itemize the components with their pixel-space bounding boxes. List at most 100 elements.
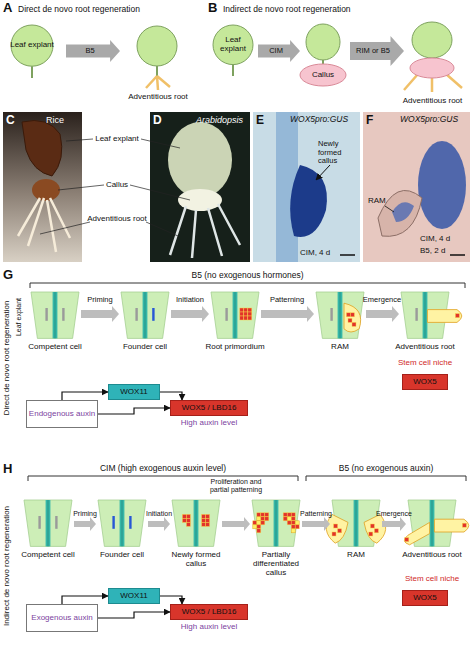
medium-arrow: RIM or B5 [350, 36, 404, 66]
leaf-with-callus [306, 24, 340, 66]
panel-letter: C [6, 114, 26, 128]
panel-letter: F [366, 114, 386, 128]
root-stage [404, 500, 468, 546]
panel-letter: E [256, 114, 276, 128]
step-label: Emergence [357, 296, 407, 305]
node-text: WOX5 / LBD16 [182, 404, 237, 413]
competent-stage [24, 500, 72, 546]
leader-lines [40, 139, 190, 236]
node-text: RIM or B5 [356, 47, 390, 55]
differentiated-callus-stage [252, 500, 300, 546]
node-text: Leaf explant [10, 41, 54, 50]
structure-label: RAM [368, 196, 398, 205]
step-label: Emergence [372, 510, 416, 518]
stage-label: RAM [310, 342, 370, 351]
step-label: Initiation [165, 296, 215, 305]
row-title: Indirect de novo root regeneration [2, 486, 11, 646]
leaf-callus-roots [404, 22, 462, 92]
stage-label: RAM [326, 550, 386, 559]
regulation-arrow [160, 392, 182, 400]
structure-label: Adventitious root [395, 96, 470, 105]
stage-label: Root primordium [195, 342, 275, 351]
auxin-box: Exogenous auxin [26, 604, 98, 632]
stage-arrows [81, 306, 399, 322]
node-text: Endogenous auxin [29, 410, 95, 419]
regulation-arrow [62, 392, 108, 400]
root-stage [401, 292, 462, 338]
step-label: Proliferation and partial patterning [201, 478, 271, 494]
stage-label: Founder cell [110, 342, 180, 351]
gene-box: WOX11 [108, 384, 160, 400]
stage-label: Stem cell niche [388, 358, 462, 367]
node-text: WOX11 [120, 388, 147, 397]
stage-label: Founder cell [87, 550, 157, 559]
condition-label: CIM, 4 d [300, 248, 355, 257]
photo-gus-callus [253, 112, 360, 262]
regulation-arrow [62, 596, 108, 604]
panel-letter: D [153, 114, 173, 128]
regulation-arrow [98, 408, 170, 414]
regulation-arrow [98, 612, 170, 618]
gene-box: WOX5 [402, 590, 448, 606]
gene-box: WOX5 / LBD16 [170, 604, 248, 620]
row-title: Direct de novo root regeneration [2, 288, 11, 428]
panel-title: Direct de novo root regeneration [18, 5, 203, 15]
callus-blob: Callus [300, 64, 346, 86]
ram-stage [316, 292, 364, 338]
node-text: Callus [312, 71, 334, 80]
leaf-outline [10, 24, 54, 78]
leaf-explant: Leaf explant [10, 24, 54, 78]
founder-stage [121, 292, 169, 338]
auxin-note: High auxin level [170, 622, 248, 631]
node-text: WOX5 / LBD16 [182, 608, 237, 617]
species-label: Arabidopsis [196, 115, 250, 125]
structure-label: Newly formed callus [318, 140, 360, 166]
gene-box: WOX5 / LBD16 [170, 400, 248, 416]
auxin-box: Endogenous auxin [26, 400, 98, 428]
step-label: Initiation [137, 510, 181, 518]
condition-label: B5, 2 d [420, 246, 468, 255]
photo-rice [3, 112, 82, 262]
node-text: Exogenous auxin [31, 614, 92, 623]
ram-stage [326, 500, 385, 546]
medium-arrow: B5 [66, 40, 120, 62]
node-text: WOX11 [120, 592, 147, 601]
photo-gus-ram [363, 112, 470, 262]
reporter-label: WOX5pro:GUS [290, 115, 358, 125]
stage-label: Competent cell [13, 550, 83, 559]
stage-label: Partially differentiated callus [242, 550, 310, 578]
competent-stage [31, 292, 79, 338]
medium-arrow: CIM [258, 40, 300, 62]
leaf-with-roots [137, 26, 177, 90]
bracket [30, 283, 465, 288]
stage-label: Competent cell [20, 342, 90, 351]
gene-box: WOX11 [108, 588, 160, 604]
leaf-explant: Leaf explant [212, 24, 254, 76]
step-label: Patterning [262, 296, 312, 305]
panel-title: Indirect de novo root regeneration [223, 5, 468, 15]
structure-label: Adventitious root [118, 92, 198, 101]
reporter-label: WOX5pro:GUS [400, 115, 468, 125]
photo-arabidopsis [150, 112, 250, 262]
founder-stage [98, 500, 146, 546]
callus-stage [172, 500, 220, 546]
condition-header: B5 (no exogenous auxin) [306, 464, 466, 474]
node-text: WOX5 [413, 378, 437, 387]
stage-label: Adventitious root [385, 342, 465, 351]
stage-label: Newly formed callus [163, 550, 229, 568]
stage-arrows [74, 517, 406, 531]
structure-label: Leaf explant [86, 134, 148, 143]
species-label: Rice [46, 115, 80, 125]
gene-box: WOX5 [402, 374, 448, 390]
node-text: CIM [269, 47, 283, 55]
panel-letter: G [3, 268, 23, 283]
stage-label: Stem cell niche [394, 574, 470, 583]
node-text: B5 [85, 47, 94, 55]
stage-label: Adventitious root [394, 550, 470, 559]
condition-header: B5 (no exogenous hormones) [30, 271, 465, 281]
auxin-note: High auxin level [170, 418, 248, 427]
node-text: Leaf explant [212, 36, 254, 54]
panel-letter: H [3, 462, 23, 477]
condition-header: CIM (high exogenous auxin level) [28, 464, 298, 474]
step-label: Priming [63, 510, 107, 518]
